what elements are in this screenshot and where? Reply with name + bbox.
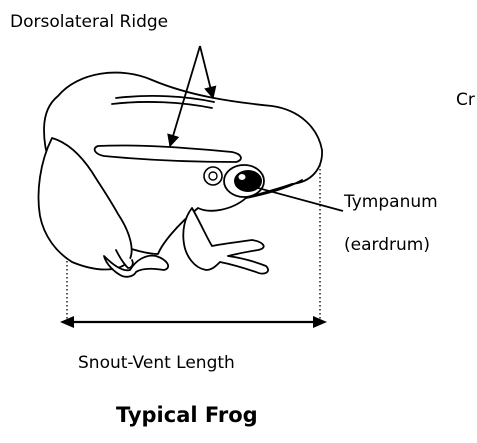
snout-vent-measure: [60, 316, 327, 328]
frog-body-drawing: [39, 73, 323, 277]
frog-forelimb: [183, 208, 268, 274]
dorsolateral-ridge-label: Dorsolateral Ridge: [10, 14, 168, 31]
cropped-label: Cr: [456, 92, 475, 109]
frog-tympanum: [204, 167, 222, 185]
eardrum-label: (eardrum): [344, 237, 430, 254]
snout-vent-length-label: Snout-Vent Length: [78, 355, 235, 372]
frog-eye: [224, 165, 264, 197]
diagram-title: Typical Frog: [116, 405, 258, 426]
tympanum-label: Tympanum: [344, 194, 438, 211]
ridge-arrow-upper: [200, 46, 213, 98]
